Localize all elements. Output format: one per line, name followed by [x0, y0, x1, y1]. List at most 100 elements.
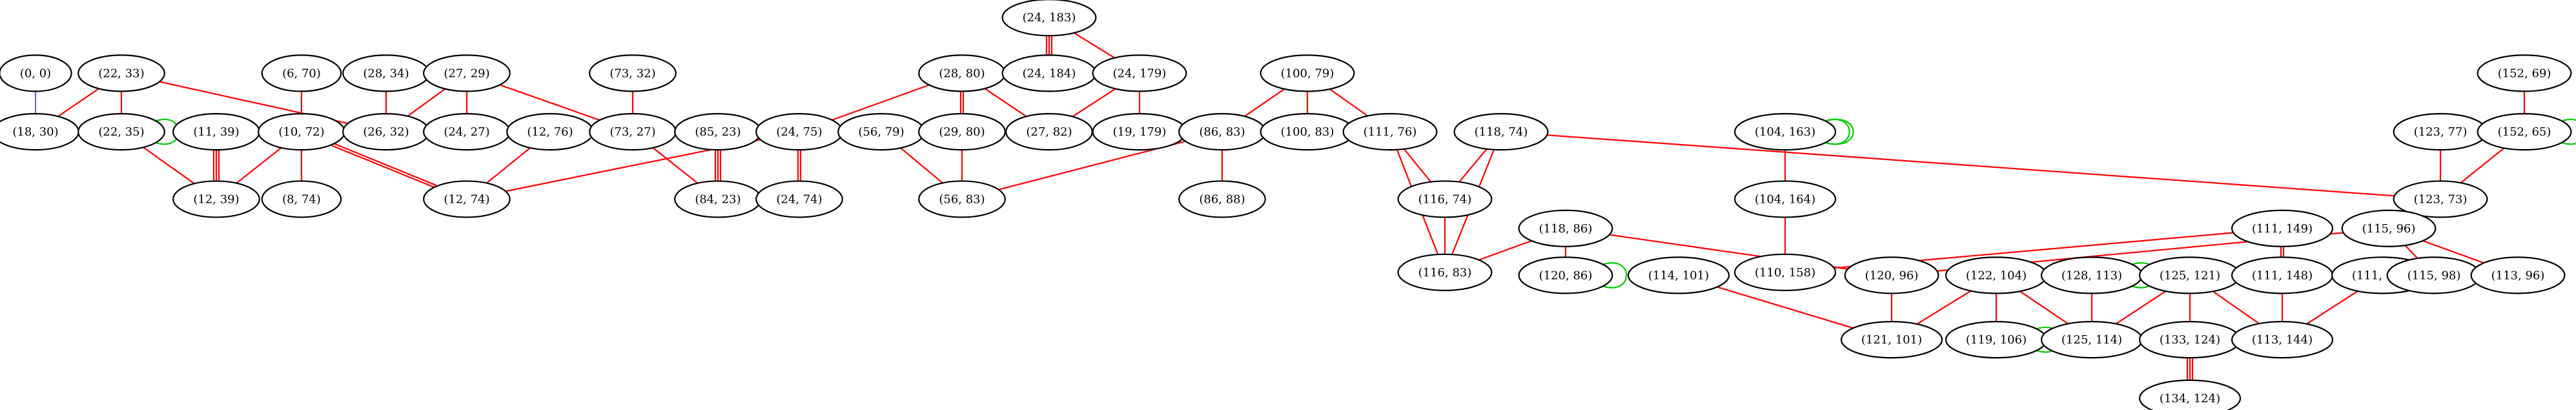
graph-edge [143, 147, 195, 185]
node-label: (22, 33) [98, 67, 144, 80]
graph-node: (133, 124) [2138, 321, 2242, 359]
graph-node: (100, 79) [1260, 54, 1355, 92]
graph-node: (111, 148) [2231, 256, 2334, 294]
graph-node: (27, 29) [423, 54, 511, 92]
graph-node: (24, 183) [1001, 0, 1097, 37]
self-loop-edge [1825, 119, 1854, 145]
node-label: (125, 121) [2160, 269, 2220, 282]
graph-node: (18, 30) [0, 113, 79, 151]
node-label: (115, 96) [2362, 222, 2416, 236]
node-label: (111, 76) [1364, 125, 1417, 139]
node-ellipse [1397, 180, 1493, 218]
node-label: (122, 104) [1966, 269, 2027, 282]
node-ellipse [1733, 113, 1837, 151]
graph-node: (24, 184) [1001, 54, 1097, 92]
graph-node: (73, 32) [589, 54, 677, 92]
graph-edge [1547, 134, 2395, 197]
graph-edge [57, 88, 99, 118]
node-label: (100, 79) [1281, 67, 1334, 80]
graph-edge [1458, 149, 1487, 183]
node-ellipse [423, 54, 511, 92]
node-ellipse [1092, 54, 1187, 92]
graph-node: (111, 149) [2231, 209, 2334, 247]
graph-node: (56, 83) [918, 180, 1006, 218]
graph-edge [2213, 291, 2260, 325]
graph-node: (104, 164) [1733, 180, 1837, 218]
graph-node: (29, 80) [918, 113, 1006, 151]
graph-edge [2019, 291, 2069, 325]
graph-edge [1244, 88, 1285, 118]
graph-node: (128, 113) [2040, 256, 2143, 294]
graph-node: (113, 144) [2231, 321, 2334, 359]
graph-node: (10, 72) [258, 113, 345, 151]
graph-node: (152, 69) [2477, 54, 2572, 92]
node-label: (10, 72) [278, 125, 324, 139]
graph-node: (118, 74) [1453, 113, 1549, 151]
node-label: (116, 74) [1418, 192, 1472, 206]
graph-edge [1916, 290, 1972, 325]
graph-edge [1329, 88, 1368, 117]
node-label: (26, 32) [363, 125, 409, 139]
graph-edge [1478, 240, 1532, 261]
graph-edge [499, 84, 600, 121]
node-label: (125, 114) [2061, 333, 2122, 347]
graph-node: (56, 79) [837, 113, 925, 151]
graph-edge [236, 147, 282, 184]
graph-node: (85, 23) [674, 113, 762, 151]
graph-node: (19, 179) [1092, 113, 1187, 151]
graph-edge [1072, 88, 1116, 118]
graph-node: (104, 163) [1733, 113, 1837, 151]
node-label: (27, 29) [444, 67, 489, 80]
node-label: (121, 101) [1861, 333, 1922, 347]
node-ellipse [2231, 321, 2334, 359]
node-label: (120, 86) [1539, 269, 1593, 282]
node-ellipse [1733, 180, 1837, 218]
graph-node: (24, 75) [755, 113, 843, 151]
node-label: (123, 77) [2414, 125, 2468, 139]
node-ellipse [261, 180, 342, 218]
graph-edge [1403, 149, 1432, 183]
node-ellipse [2393, 180, 2488, 218]
graph-node: (120, 96) [1844, 256, 1939, 294]
node-label: (104, 163) [1755, 125, 1815, 139]
node-label: (85, 23) [695, 125, 741, 139]
graph-node: (122, 104) [1945, 256, 2048, 294]
graph-node: (113, 96) [2470, 256, 2566, 294]
node-label: (120, 96) [1865, 269, 1919, 282]
node-ellipse [918, 113, 1006, 151]
node-label: (28, 34) [363, 67, 409, 80]
node-label: (56, 79) [858, 125, 904, 139]
node-ellipse [2477, 54, 2572, 92]
node-ellipse [423, 180, 511, 218]
node-ellipse [1178, 180, 1266, 218]
graph-node: (12, 39) [172, 180, 260, 218]
node-ellipse [2477, 113, 2572, 151]
node-label: (123, 73) [2414, 192, 2468, 206]
node-ellipse [77, 113, 165, 151]
graph-node: (8, 74) [261, 180, 342, 218]
graph-node: (0, 0) [0, 54, 72, 92]
node-label: (12, 39) [193, 192, 239, 206]
graph-edge [2306, 290, 2358, 325]
graph-node: (115, 98) [2386, 256, 2482, 294]
node-label: (19, 179) [1113, 125, 1167, 139]
graph-edge [2422, 240, 2484, 264]
edges-layer [34, 32, 2576, 380]
node-label: (28, 80) [939, 67, 985, 80]
node-ellipse [172, 180, 260, 218]
node-label: (152, 65) [2498, 125, 2551, 139]
node-label: (73, 27) [609, 125, 655, 139]
graph-node: (12, 76) [506, 113, 594, 151]
node-label: (100, 83) [1281, 125, 1334, 139]
graph-node: (24, 74) [755, 180, 843, 218]
node-label: (152, 69) [2498, 67, 2551, 80]
node-label: (24, 75) [776, 125, 822, 139]
graph-node: (84, 23) [674, 180, 762, 218]
graph-node: (114, 101) [1627, 256, 1730, 294]
node-label: (8, 74) [282, 192, 321, 206]
node-ellipse [1001, 0, 1097, 37]
node-ellipse [1453, 113, 1549, 151]
node-ellipse [1844, 256, 1939, 294]
node-label: (24, 74) [776, 192, 822, 206]
graph-edge [832, 84, 930, 121]
